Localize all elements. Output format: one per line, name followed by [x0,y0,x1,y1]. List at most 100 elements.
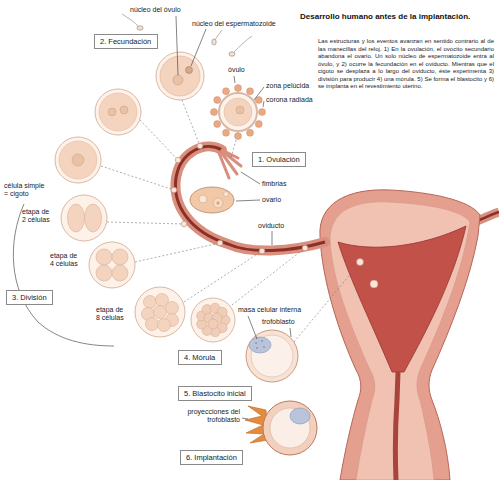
part-label: núcleo del espermatozoide [192,20,276,28]
position-guide [232,248,305,305]
ovum [236,106,244,114]
eight-cell-embryo [135,287,185,337]
diagram-caption: Las estructuras y los eventos avanzan en… [318,38,494,91]
part-label: célula simple = cigoto [4,182,50,198]
fertilized-ovum [186,67,193,74]
position-guide [294,265,358,342]
eight-cell-embryo [144,296,157,309]
pronuclear-cell [120,106,128,114]
ovum [223,88,230,95]
blastocyst [246,330,298,382]
ovum [211,109,218,116]
four-cell-embryo [112,249,128,265]
sperm [234,36,252,52]
fertilized-ovum [173,75,183,85]
step-label: 3. División [12,293,47,302]
step-box: 6. Implantación [180,450,243,465]
leader-line [191,29,206,66]
position-guide [135,243,220,262]
transit-cell [175,157,181,163]
ovum [255,97,262,104]
position-guide [101,100,358,342]
transit-cell [302,245,308,251]
ovum [211,85,266,140]
part-label: masa celular interna [238,306,301,314]
fertilized-ovum [156,52,204,100]
eight-cell-embryo [154,306,167,319]
uterus [357,259,364,266]
four-cell-embryo [89,242,135,288]
blastocyst [249,337,271,353]
diagram-title: Desarrollo humano antes de la implantaci… [300,12,492,22]
position-guide [231,140,236,158]
part-label: oviducto [258,222,284,230]
position-guide [182,100,200,146]
zygote [72,154,84,166]
uterus [330,202,470,480]
sperm [137,26,143,30]
step-box: 4. Mórula [178,350,222,365]
eight-cell-embryo [166,302,179,315]
part-label: proyecciones del trofoblasto [186,408,240,424]
ovum [211,85,266,140]
step-label: 4. Mórula [184,353,216,362]
morula [208,319,218,329]
part-label: etapa de 4 células [50,252,81,268]
zygote [55,137,101,183]
leader-line [290,328,291,337]
sperm [229,52,235,56]
part-label: corona radiada [266,96,313,104]
leader-line [176,16,178,75]
step-label: 5. Blastocito inicial [184,389,246,398]
eight-cell-embryo [146,318,159,331]
ovum [223,129,230,136]
four-cell-embryo [96,249,128,281]
step-label: 6. Implantación [186,453,237,462]
ovary [217,202,220,205]
leader-line [263,101,264,107]
blastocyst [263,346,265,348]
ovum [235,85,242,92]
leader-line [234,76,235,83]
eight-cell-embryo [135,287,185,337]
pronuclear-cell [99,93,137,131]
part-label: ovario [262,196,281,204]
four-cell-embryo [96,265,112,281]
implanting-blastocyst [245,401,317,455]
part-label: trofoblasto [262,318,295,326]
zygote [55,137,101,183]
morula [197,303,230,337]
ovum [235,133,242,140]
step-box: 3. División [6,290,53,305]
implanting-blastocyst [290,408,310,424]
eight-cell-embryo [158,319,171,332]
pronuclear-cell [95,89,141,135]
part-label: núcleo del óvulo [130,6,181,14]
position-guide [140,120,178,160]
ovum [255,121,262,128]
ovum [247,129,254,136]
morula [191,298,235,342]
oviduct [175,146,325,250]
sperm [122,14,138,26]
zygote [59,141,97,179]
leader-line [272,231,273,245]
uterus [320,190,499,480]
step-label: 2. Fecundación [100,37,152,46]
leader-line [176,16,291,419]
position-guide [107,222,184,224]
ovum [214,97,221,104]
transit-cell [197,143,203,149]
ovum [259,109,266,116]
leader-line [248,316,257,339]
fertilized-ovum [156,52,204,100]
implanting-blastocyst [263,401,317,455]
four-cell-embryo [112,265,128,281]
blastocyst [255,340,265,349]
transit-cell [217,240,223,246]
ovum [219,93,257,131]
position-guide [184,251,262,302]
transit-cell [259,248,265,254]
eight-cell-embryo [142,294,179,332]
step-label: 1. Ovulación [258,155,300,164]
